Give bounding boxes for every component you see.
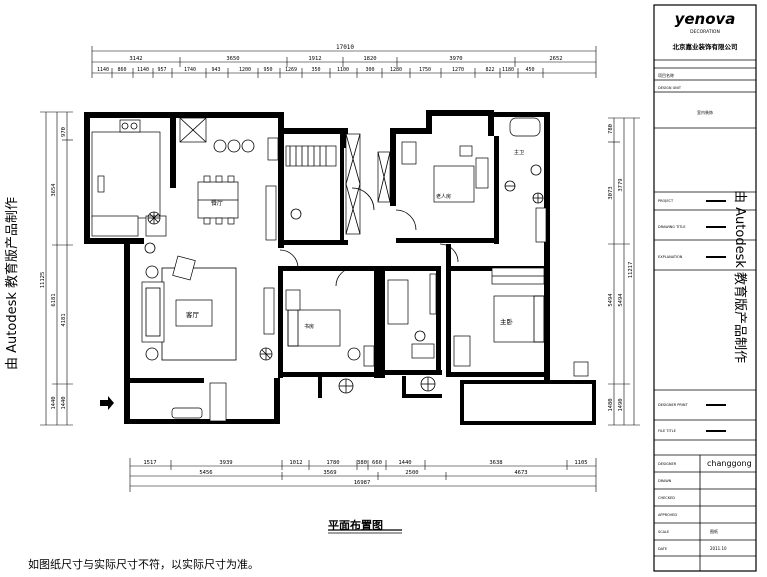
scale-value: 图纸 <box>710 528 718 534</box>
dim-left-total: 11125 <box>40 272 46 289</box>
dim-bottom-l1-8: 3638 <box>489 460 502 466</box>
dim-bottom-l1-3: 1012 <box>289 460 302 466</box>
dim-right-total: 11217 <box>628 262 634 279</box>
dim-top-l2-2: 3650 <box>226 56 239 62</box>
room-label-old: 老人房 <box>436 193 451 200</box>
dim-right-inner-4: 1480 <box>608 398 614 411</box>
small-row-date: DATE <box>658 547 667 551</box>
title-block: yenova DECORATION 北京嘉业装饰有限公司 项目名称 DESIGN… <box>653 4 757 572</box>
dim-top-l3-14: 1750 <box>419 67 431 73</box>
dim-bottom-l1-1: 1517 <box>143 460 156 466</box>
room-label-study: 书房 <box>304 323 314 330</box>
dim-bottom-total: 16987 <box>354 480 371 486</box>
dim-top-l3-15: 1270 <box>452 67 464 73</box>
date-value: 2011.10 <box>710 546 727 551</box>
dim-top-l3-17: 1180 <box>502 67 514 73</box>
brand-subtitle: DECORATION <box>690 29 720 35</box>
company-name: 北京嘉业装饰有限公司 <box>673 42 738 51</box>
dim-top-l2-5: 3970 <box>449 56 462 62</box>
dim-right-mid-3: 1490 <box>618 398 624 411</box>
small-row-scale: SCALE <box>658 530 669 534</box>
dim-right-mid-1: 3779 <box>618 178 624 191</box>
dim-top-l3-12: 300 <box>365 67 374 73</box>
watermark-right: 由 Autodesk 教育版产品制作 <box>732 190 748 363</box>
small-row-checked: CHECKED <box>658 496 675 500</box>
dim-bottom-l1-9: 1105 <box>574 460 587 466</box>
row-explanation-label: EXPLANATION <box>658 255 683 259</box>
room-labels: 餐厅 客厅 主卧 老人房 书房 主卫 <box>186 149 524 330</box>
dim-top-l2-1: 3142 <box>129 56 142 62</box>
dim-bottom-l1-6: 660 <box>372 460 382 466</box>
room-label-bath: 主卫 <box>514 149 524 156</box>
dim-top-l3-16: 822 <box>485 67 494 73</box>
dim-top-l3-9: 1269 <box>285 67 297 73</box>
plan-title: 平面布置图 <box>328 519 383 532</box>
row-project-label: PROJECT <box>658 199 674 203</box>
dim-top-l3-6: 943 <box>211 67 220 73</box>
dim-bottom-l2-1: 5456 <box>199 470 212 476</box>
small-row-designer: DESIGNER <box>658 462 677 466</box>
row-file-title-label: FILE TITLE <box>658 429 676 433</box>
dim-bottom-l2-4: 4673 <box>514 470 527 476</box>
fixtures <box>91 117 589 422</box>
dim-top-l2-3: 1912 <box>308 56 321 62</box>
dim-top-l3-7: 1200 <box>239 67 251 73</box>
dim-bottom-l1-5: 380 <box>357 460 367 466</box>
dim-top-l3-4: 957 <box>157 67 166 73</box>
project-label: 项目名称 <box>658 72 674 78</box>
left-dimensions: 11125 3654 6181 1440 970 4181 1440 <box>40 111 73 426</box>
design-unit-label: DESIGN UNIT <box>658 86 682 90</box>
brand-logo: yenova <box>675 10 736 28</box>
disclaimer-text: 如图纸尺寸与实际尺寸不符，以实际尺寸为准。 <box>28 558 259 571</box>
bottom-dimensions: 1517 3939 1012 1780 380 660 1440 3638 11… <box>129 458 597 492</box>
dim-top-l3-1: 1140 <box>97 67 109 73</box>
right-dimensions: 780 3073 5494 1480 3779 5494 1490 11217 <box>608 117 640 426</box>
dim-left-mid-1: 3654 <box>51 183 57 197</box>
dim-top-total: 17010 <box>336 44 354 51</box>
dim-top-l3-18: 450 <box>525 67 534 73</box>
small-row-approved: APPROVED <box>658 513 677 517</box>
dim-right-inner-3: 5494 <box>608 293 614 307</box>
top-dimensions: 17010 3142 3650 1912 1820 3970 2652 1140… <box>91 44 597 78</box>
room-label-dining: 餐厅 <box>211 199 223 207</box>
dim-left-mid-3: 1440 <box>51 396 57 409</box>
dim-bottom-l1-7: 1440 <box>398 460 411 466</box>
walls <box>84 110 596 425</box>
dim-top-l3-3: 1140 <box>137 67 149 73</box>
dim-top-l3-2: 860 <box>117 67 126 73</box>
dim-top-l3-13: 1280 <box>390 67 402 73</box>
dim-top-l3-8: 950 <box>263 67 272 73</box>
dim-right-mid-2: 5494 <box>618 293 624 307</box>
dim-left-inner-2: 4181 <box>61 313 67 326</box>
dim-bottom-l2-2: 3569 <box>323 470 336 476</box>
dim-bottom-l1-4: 1780 <box>326 460 339 466</box>
dim-right-inner-2: 3073 <box>608 186 614 199</box>
dim-left-inner-1: 970 <box>61 127 67 137</box>
watermark-left: 由 Autodesk 教育版产品制作 <box>4 197 20 370</box>
room-label-living: 客厅 <box>186 310 200 319</box>
row-designer-print-label: DESIGNER PRINT <box>658 403 688 407</box>
plant-icons <box>147 180 544 394</box>
dim-top-l2-6: 2652 <box>549 56 562 62</box>
dim-top-l2-4: 1820 <box>363 56 376 62</box>
row-drawing-title-label: DRAWING TITLE <box>658 225 686 229</box>
dim-left-inner-3: 1440 <box>61 396 67 409</box>
dim-top-l3-10: 350 <box>311 67 320 73</box>
room-label-master: 主卧 <box>500 317 514 326</box>
dim-right-inner-1: 780 <box>608 124 614 134</box>
dim-bottom-l2-3: 2500 <box>405 470 418 476</box>
dim-top-l3-11: 1100 <box>337 67 349 73</box>
dim-left-mid-2: 6181 <box>51 293 57 306</box>
entry-arrow-icon <box>100 396 114 410</box>
small-row-drawn: DRAWN <box>658 479 672 483</box>
dim-bottom-l1-2: 3939 <box>219 460 232 466</box>
design-unit-value: 室内装饰 <box>697 109 713 115</box>
dim-top-l3-5: 1740 <box>184 67 196 73</box>
designer-name: changgong <box>707 459 752 468</box>
